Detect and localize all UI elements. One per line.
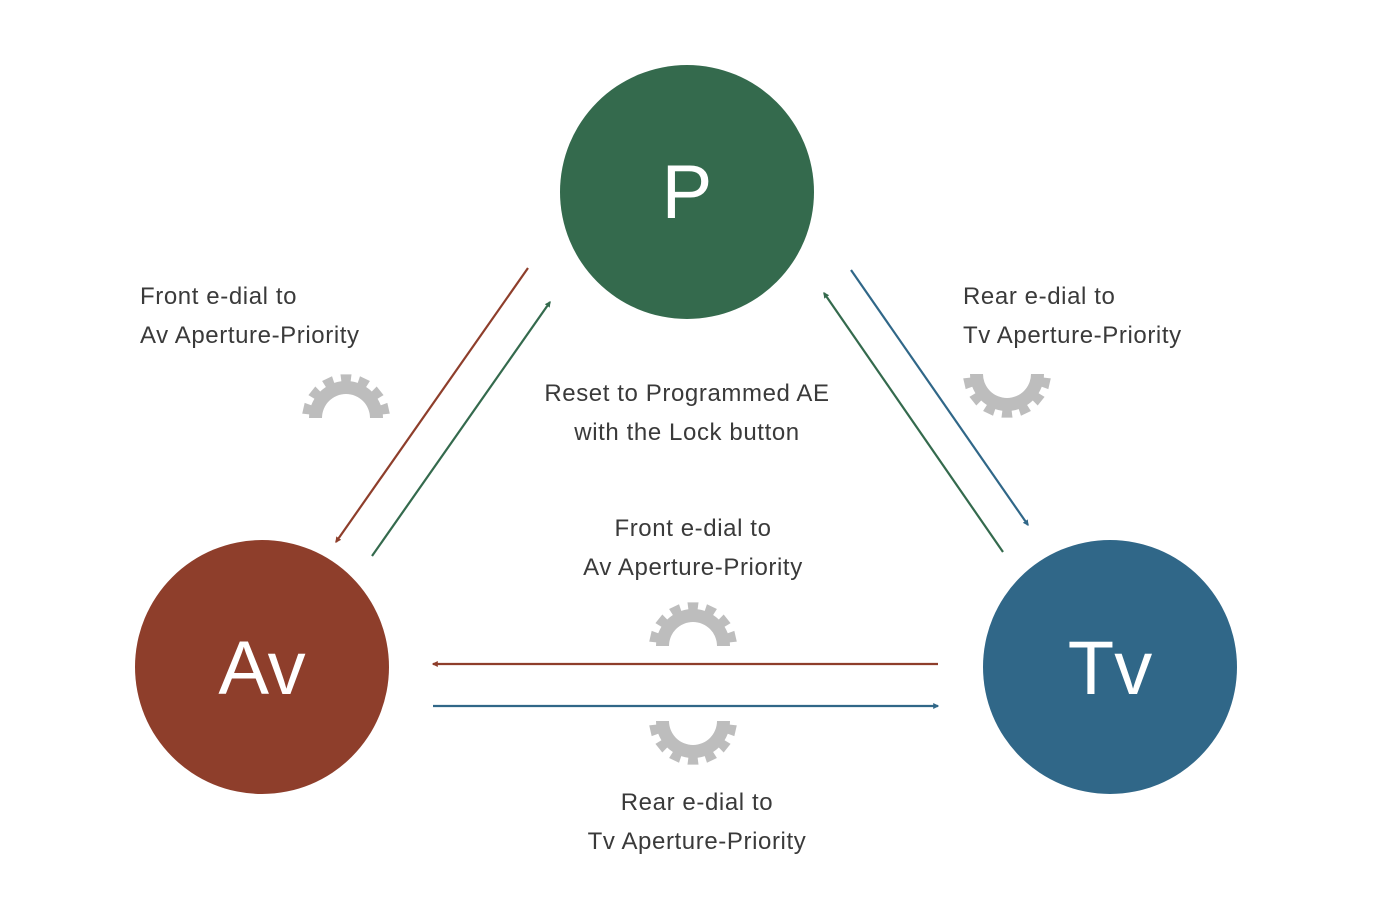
label-line: Front e-dial to bbox=[614, 515, 772, 542]
label-line: Av Aperture-Priority bbox=[140, 322, 360, 349]
label-line: Front e-dial to bbox=[140, 283, 298, 310]
gear-shape bbox=[649, 602, 737, 646]
gear-shape bbox=[302, 374, 390, 418]
gear-icon bbox=[963, 374, 1051, 418]
mode-av-circle bbox=[135, 540, 389, 794]
gear-icon bbox=[302, 374, 390, 418]
gear-shape bbox=[649, 721, 737, 765]
label-line: Rear e-dial to bbox=[963, 283, 1116, 310]
arrow-av-to-p bbox=[371, 301, 551, 557]
label-front-dial-bottom: Front e-dial to Av Aperture-Priority bbox=[493, 509, 893, 587]
label-front-dial-left: Front e-dial to Av Aperture-Priority bbox=[140, 277, 360, 355]
arrow-p-to-tv bbox=[850, 269, 1029, 526]
mode-p-circle bbox=[560, 65, 814, 319]
gear-icon bbox=[649, 602, 737, 646]
label-reset-center: Reset to Programmed AE with the Lock but… bbox=[485, 374, 889, 452]
arrow-tv-to-p bbox=[823, 292, 1004, 553]
mode-tv-node: Tv bbox=[983, 540, 1237, 794]
mode-tv-circle bbox=[983, 540, 1237, 794]
mode-p-node: P bbox=[560, 65, 814, 319]
label-line: Rear e-dial to bbox=[620, 789, 774, 816]
mode-av-node: Av bbox=[135, 540, 389, 794]
label-line: Tv Aperture-Priority bbox=[587, 828, 807, 855]
label-line: with the Lock button bbox=[574, 419, 800, 446]
label-rear-dial-bottom: Rear e-dial to Tv Aperture-Priority bbox=[497, 783, 897, 861]
mode-av-label: Av bbox=[218, 626, 305, 711]
mode-tv-label: Tv bbox=[1068, 626, 1152, 711]
label-line: Tv Aperture-Priority bbox=[963, 322, 1182, 349]
label-line: Av Aperture-Priority bbox=[583, 554, 803, 581]
gear-icon bbox=[649, 721, 737, 765]
gear-shape bbox=[963, 374, 1051, 418]
arrow-p-to-av bbox=[335, 267, 529, 543]
label-line: Reset to Programmed AE bbox=[544, 380, 830, 407]
mode-p-label: P bbox=[662, 150, 713, 235]
label-rear-dial-right: Rear e-dial to Tv Aperture-Priority bbox=[963, 277, 1182, 355]
